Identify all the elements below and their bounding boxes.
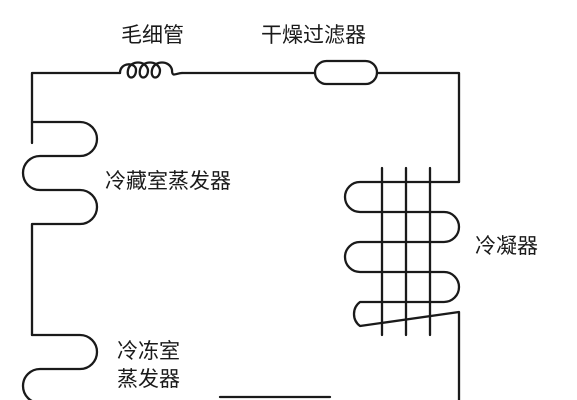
top-pipe-left (30, 71, 122, 145)
condenser-fins (380, 166, 432, 337)
condenser-label: 冷凝器 (475, 234, 538, 258)
freezer-evaporator-label-line2: 蒸发器 (117, 367, 180, 391)
capillary-label: 毛细管 (121, 23, 184, 47)
freezer-evaporator-serpentine (21, 333, 99, 400)
freezer-evaporator-label-line1: 冷冻室 (117, 339, 180, 363)
pipe-filter-to-condenser (375, 71, 461, 184)
capillary-coil (118, 61, 184, 79)
fridge-evaporator-serpentine (21, 120, 99, 337)
condenser-serpentine (343, 180, 461, 400)
filter-drier-capsule (313, 59, 379, 86)
freezer-evaporator-label: 冷冻室 蒸发器 (117, 337, 180, 393)
filter-drier-label: 干燥过滤器 (261, 23, 366, 47)
fridge-evaporator-label: 冷藏室蒸发器 (105, 169, 231, 193)
